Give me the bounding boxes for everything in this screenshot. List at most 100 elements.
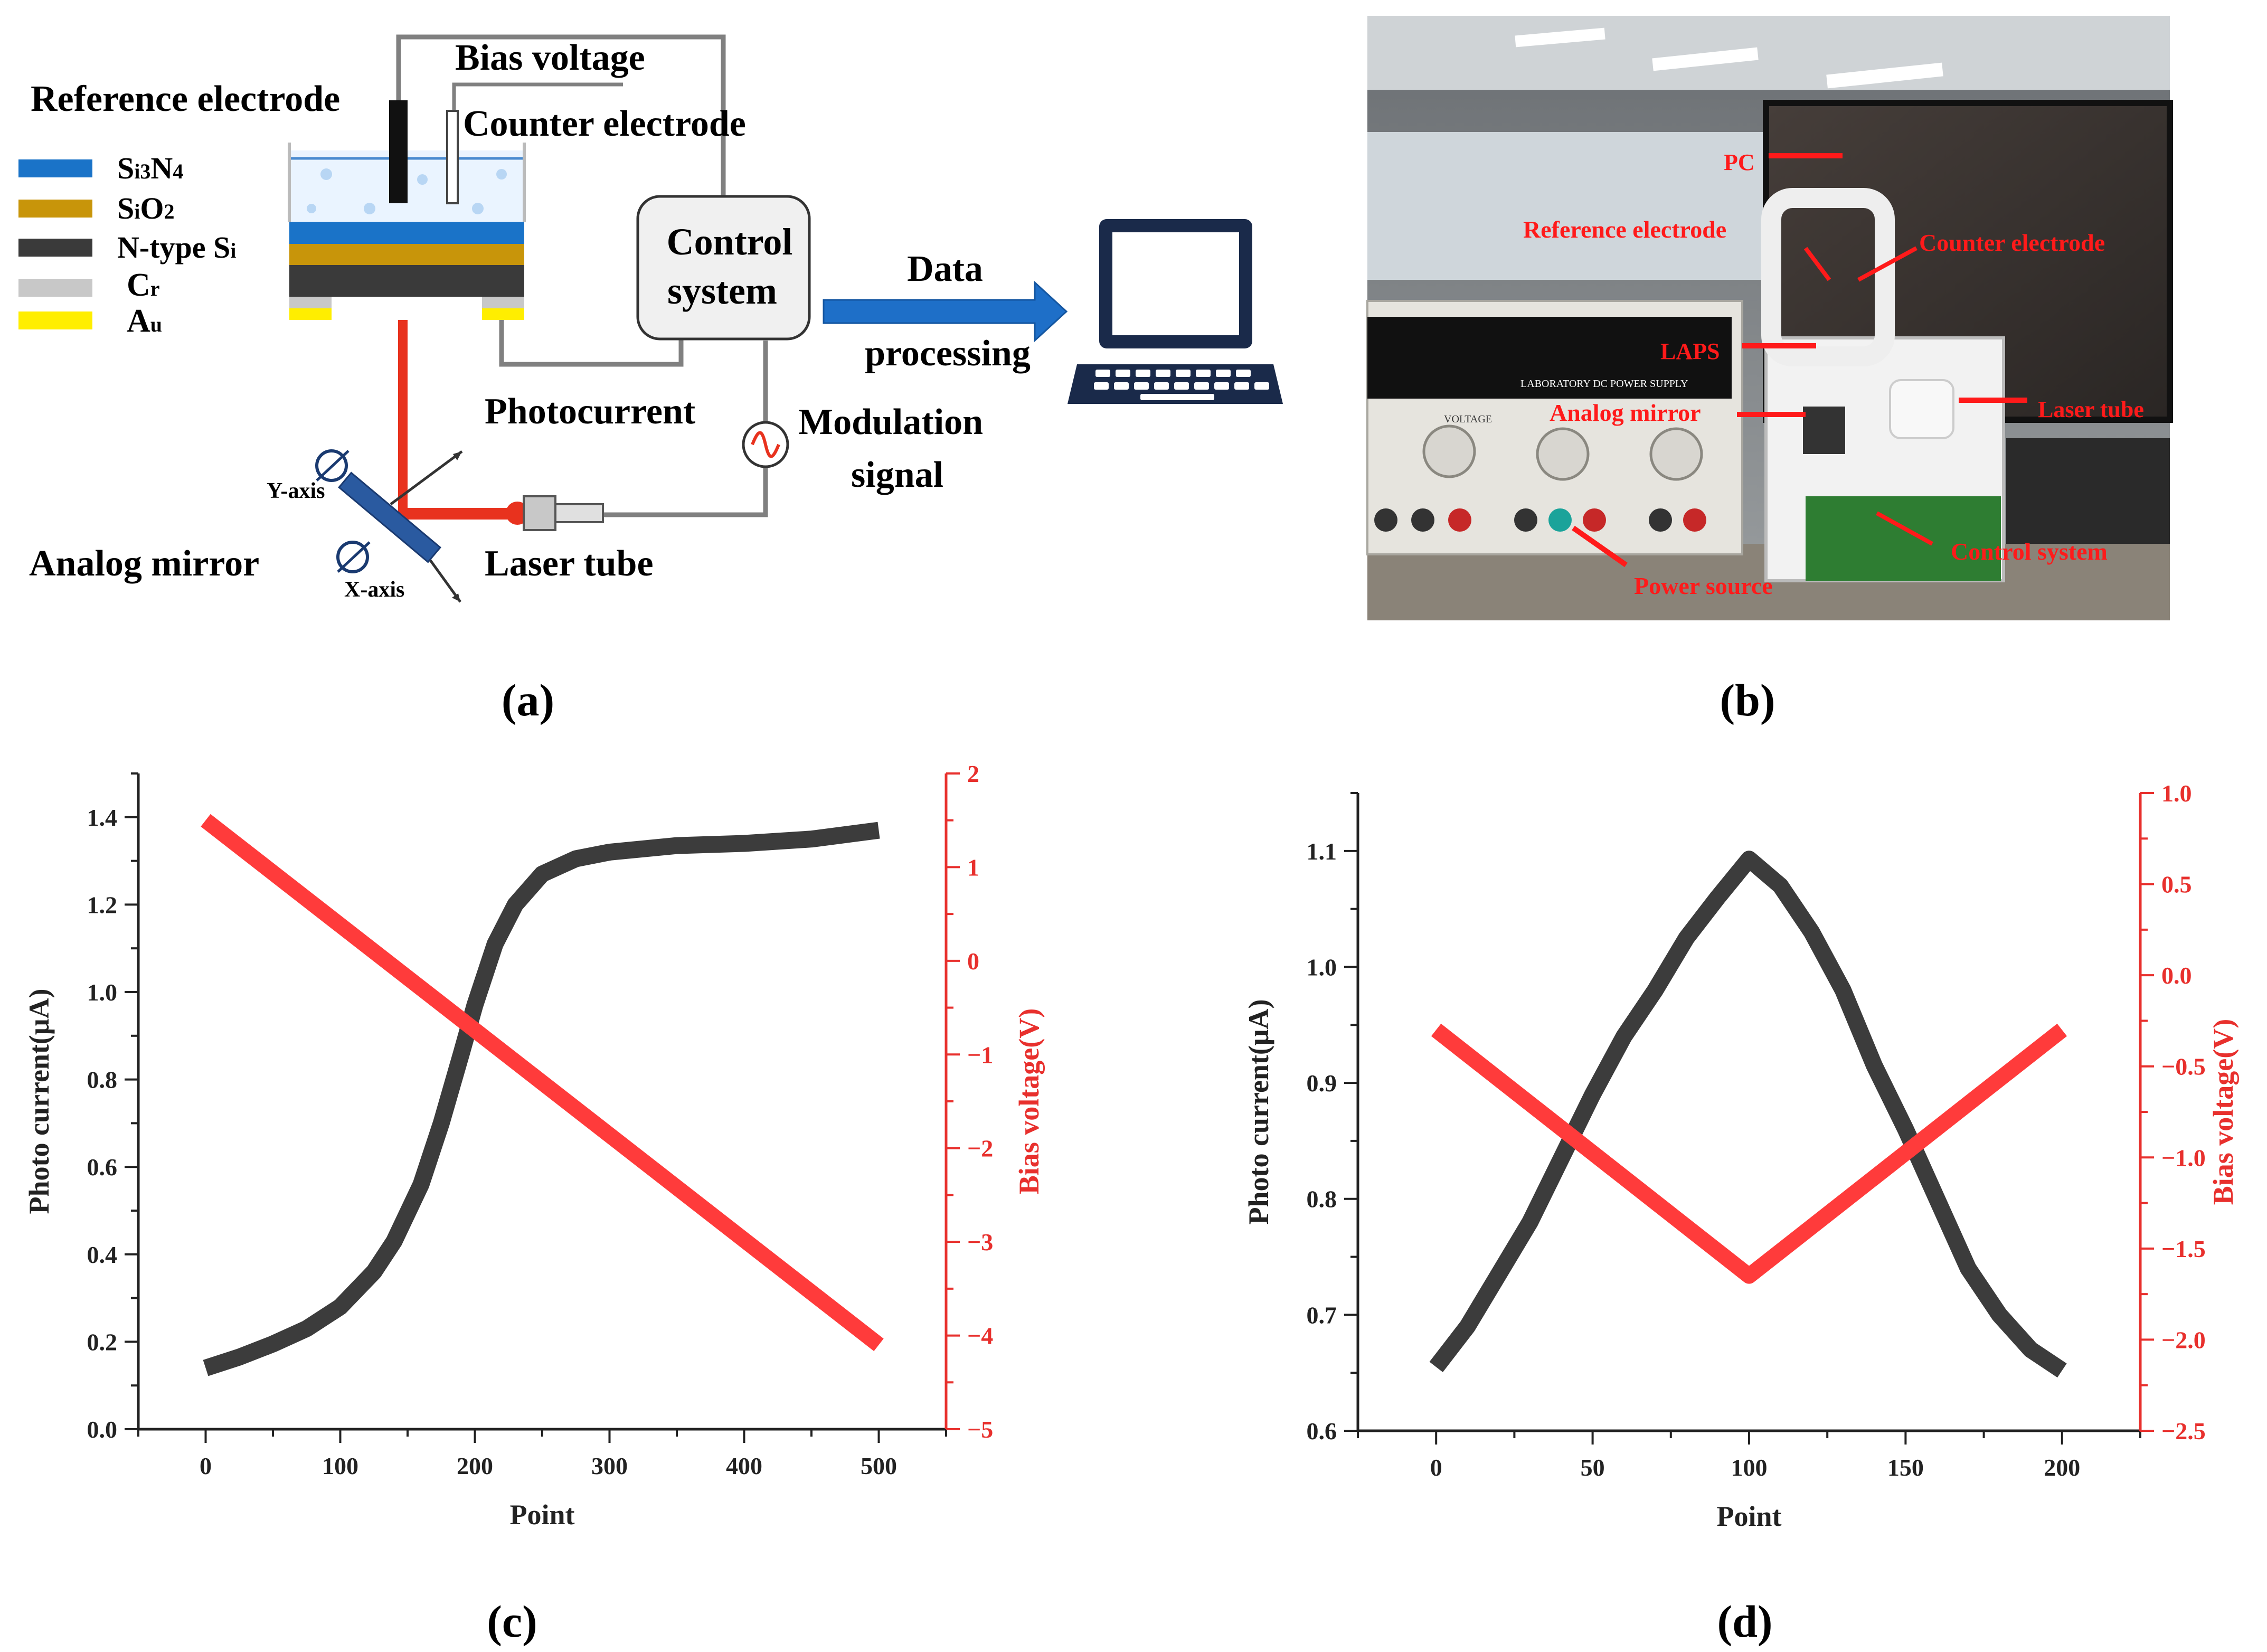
y-tick-label: 0.0: [87, 1416, 118, 1443]
laser-beam-vertical: [398, 320, 408, 518]
legend-label-cr: Cr: [127, 267, 160, 303]
ceiling: [1367, 16, 2170, 90]
x-axis-label: Point: [509, 1499, 574, 1531]
legend-label-ntype: N-type Si: [117, 230, 236, 265]
y-tick-label: 0.8: [1307, 1186, 1337, 1213]
legend-swatch-cr: [18, 279, 92, 297]
photo-annotations: PC Reference electrode Counter electrode…: [1523, 149, 2144, 599]
x-tick-label: 100: [1731, 1454, 1768, 1481]
y2-tick-label: −5: [967, 1416, 993, 1443]
photo-label-laps: LAPS: [1660, 338, 1720, 364]
computer-icon: [1068, 219, 1283, 404]
bias-voltage-series: [201, 814, 884, 1352]
layer-si3n4: [289, 222, 524, 244]
control-system-line2: system: [667, 270, 777, 312]
y2-tick-label: −3: [967, 1229, 993, 1255]
y-tick-label: 1.1: [1307, 838, 1337, 865]
legend-swatch-ntype: [18, 239, 92, 257]
y2-tick-label: −4: [967, 1323, 993, 1349]
photocurrent-label: Photocurrent: [485, 391, 695, 432]
y2-tick-label: 2: [967, 760, 979, 787]
laps-device: [1761, 188, 2005, 582]
x-tick-label: 0: [1430, 1454, 1442, 1481]
laser-tube-label: Laser tube: [485, 543, 654, 584]
sine-wave-icon: [751, 431, 780, 458]
y2-axis-label: Bias voltage(V): [2207, 1019, 2239, 1205]
legend-label-si3n4: Si3N4: [117, 151, 183, 185]
power-supply-caption: LABORATORY DC POWER SUPPLY: [1520, 378, 1688, 390]
counter-electrode-rod: [446, 110, 459, 204]
x-tick-label: 150: [1887, 1454, 1924, 1481]
y-axis-label: Photo current(μA): [1243, 999, 1274, 1224]
schematic-diagram: Si3N4 SiO2 N-type Si Cr Au Bias voltage …: [18, 34, 1283, 725]
power-supply-display: [1367, 317, 1732, 399]
panel-label-b: (b): [1720, 675, 1775, 725]
legend-swatch-sio2: [18, 200, 92, 218]
experiment-photo: LABORATORY DC POWER SUPPLY VOLTAGE PC Re…: [1366, 16, 2173, 725]
y2-tick-label: −2.0: [2161, 1326, 2206, 1353]
y2-tick-label: 0.5: [2161, 871, 2192, 898]
layer-sio2: [289, 244, 524, 265]
cr-pad-right: [482, 297, 524, 308]
analog-mirror-label: Analog mirror: [29, 543, 259, 584]
y-tick-label: 1.2: [87, 891, 118, 918]
photo-label-pc: PC: [1724, 149, 1755, 175]
x-axis-label: Point: [1716, 1500, 1781, 1532]
control-system-line1: Control: [667, 221, 793, 263]
reference-electrode-label: Reference electrode: [31, 79, 340, 119]
counter-wire: [452, 82, 623, 111]
keyboard: [2006, 438, 2170, 544]
panel-label-c: (c): [487, 1596, 537, 1647]
x-tick-label: 500: [861, 1452, 897, 1479]
bias-voltage-label: Bias voltage: [455, 37, 645, 78]
y2-tick-label: −2.5: [2161, 1418, 2206, 1445]
x-tick-label: 0: [200, 1452, 212, 1479]
control-system-box: [636, 195, 811, 341]
counter-electrode-label: Counter electrode: [463, 103, 746, 144]
cr-pad-left: [289, 297, 332, 308]
layer-ntype-si: [289, 265, 524, 297]
y-tick-label: 1.0: [87, 979, 118, 1006]
signal-label: signal: [851, 455, 943, 495]
legend-swatch-au: [18, 311, 92, 329]
y-tick-label: 0.6: [87, 1154, 118, 1181]
data-processing-arrow: [823, 280, 1068, 343]
photo-label-laser-tube: Laser tube: [2038, 397, 2144, 422]
legend-swatch-si3n4: [18, 159, 92, 177]
bias-voltage-series: [1431, 1023, 2067, 1284]
y-tick-label: 0.2: [87, 1328, 118, 1355]
y2-tick-label: −1.5: [2161, 1235, 2206, 1262]
modulation-wire: [602, 341, 768, 517]
y-axis-label: Y-axis: [267, 479, 325, 503]
y-tick-label: 0.8: [87, 1066, 118, 1093]
y-tick-label: 0.4: [87, 1241, 118, 1268]
legend-label-sio2: SiO2: [117, 191, 175, 225]
y-tick-label: 1.4: [87, 804, 118, 831]
panel-label-d: (d): [1717, 1596, 1772, 1647]
x-tick-label: 200: [457, 1452, 493, 1479]
y2-tick-label: 0: [967, 948, 979, 975]
photo-label-reference-electrode: Reference electrode: [1523, 216, 1726, 243]
laser-beam-horizontal: [398, 508, 518, 520]
x-tick-label: 100: [322, 1452, 358, 1479]
y-tick-label: 1.0: [1307, 954, 1337, 980]
bias-wire: [396, 34, 726, 198]
au-pad-left: [289, 308, 332, 320]
y2-tick-label: 1: [967, 854, 979, 881]
photo-label-analog-mirror: Analog mirror: [1550, 399, 1701, 426]
au-pad-right: [482, 308, 524, 320]
y2-tick-label: −1.0: [2161, 1144, 2206, 1171]
y2-tick-label: 0.0: [2161, 962, 2192, 989]
y-tick-label: 0.7: [1307, 1301, 1337, 1328]
photo-label-counter-electrode: Counter electrode: [1919, 229, 2105, 256]
processing-label: processing: [865, 333, 1031, 374]
y2-axis-label: Bias voltage(V): [1013, 1008, 1045, 1194]
x-tick-label: 300: [591, 1452, 628, 1479]
power-supply-knobs: [1422, 424, 1703, 481]
photo-current-series: [203, 822, 880, 1376]
legend-label-au: Au: [127, 303, 162, 339]
y-axis-label: Photo current(μA): [23, 988, 55, 1214]
photo-current-series: [1429, 851, 2067, 1378]
bubbles: [307, 168, 507, 214]
